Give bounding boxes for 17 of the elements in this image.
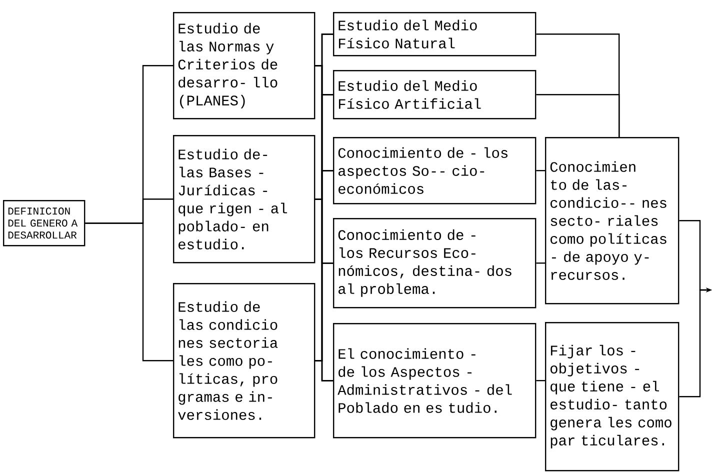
connector-line [536, 262, 545, 264]
text-box: Conocimien to de las- condicio-- nes secto- riales como políticas - de apoyo y- recursos. [545, 137, 680, 304]
text-box: Estudio de las condicio nes sectoria les como po- líticas, pro gramas e in- versiones. [173, 283, 316, 438]
connector-line [85, 222, 173, 362]
text-box: Estudio de las Normas y Criterios de desarro- llo (PLANES) [173, 12, 316, 120]
text-box: DEFINICION DEL GENERO A DESARROLLAR [3, 200, 86, 246]
text-box: El conocimiento - de los Aspectos - Administrativos - del Poblado en es tudio. [333, 322, 536, 438]
connector-line [536, 170, 545, 172]
text-box: Conocimiento de - los Recursos Eco- nómicos, destina- dos al problema. [333, 218, 536, 308]
text-box: Conocimiento de - los aspectos So-- cio-económicos [333, 137, 536, 204]
connector-line [536, 94, 620, 137]
text-box: Fijar los - objetivos - que tiene - el estudio- tanto genera les como par ticulares. [545, 322, 680, 472]
text-box: Estudio del Medio Físico Artificial [333, 70, 536, 120]
connector-line [536, 380, 545, 382]
text-box: Estudio del Medio Físico Natural [333, 12, 536, 56]
text-box: Estudio de- las Bases - Jurídicas - que rigen - al poblado- en estudio. [173, 135, 316, 264]
connector-line [315, 360, 333, 382]
